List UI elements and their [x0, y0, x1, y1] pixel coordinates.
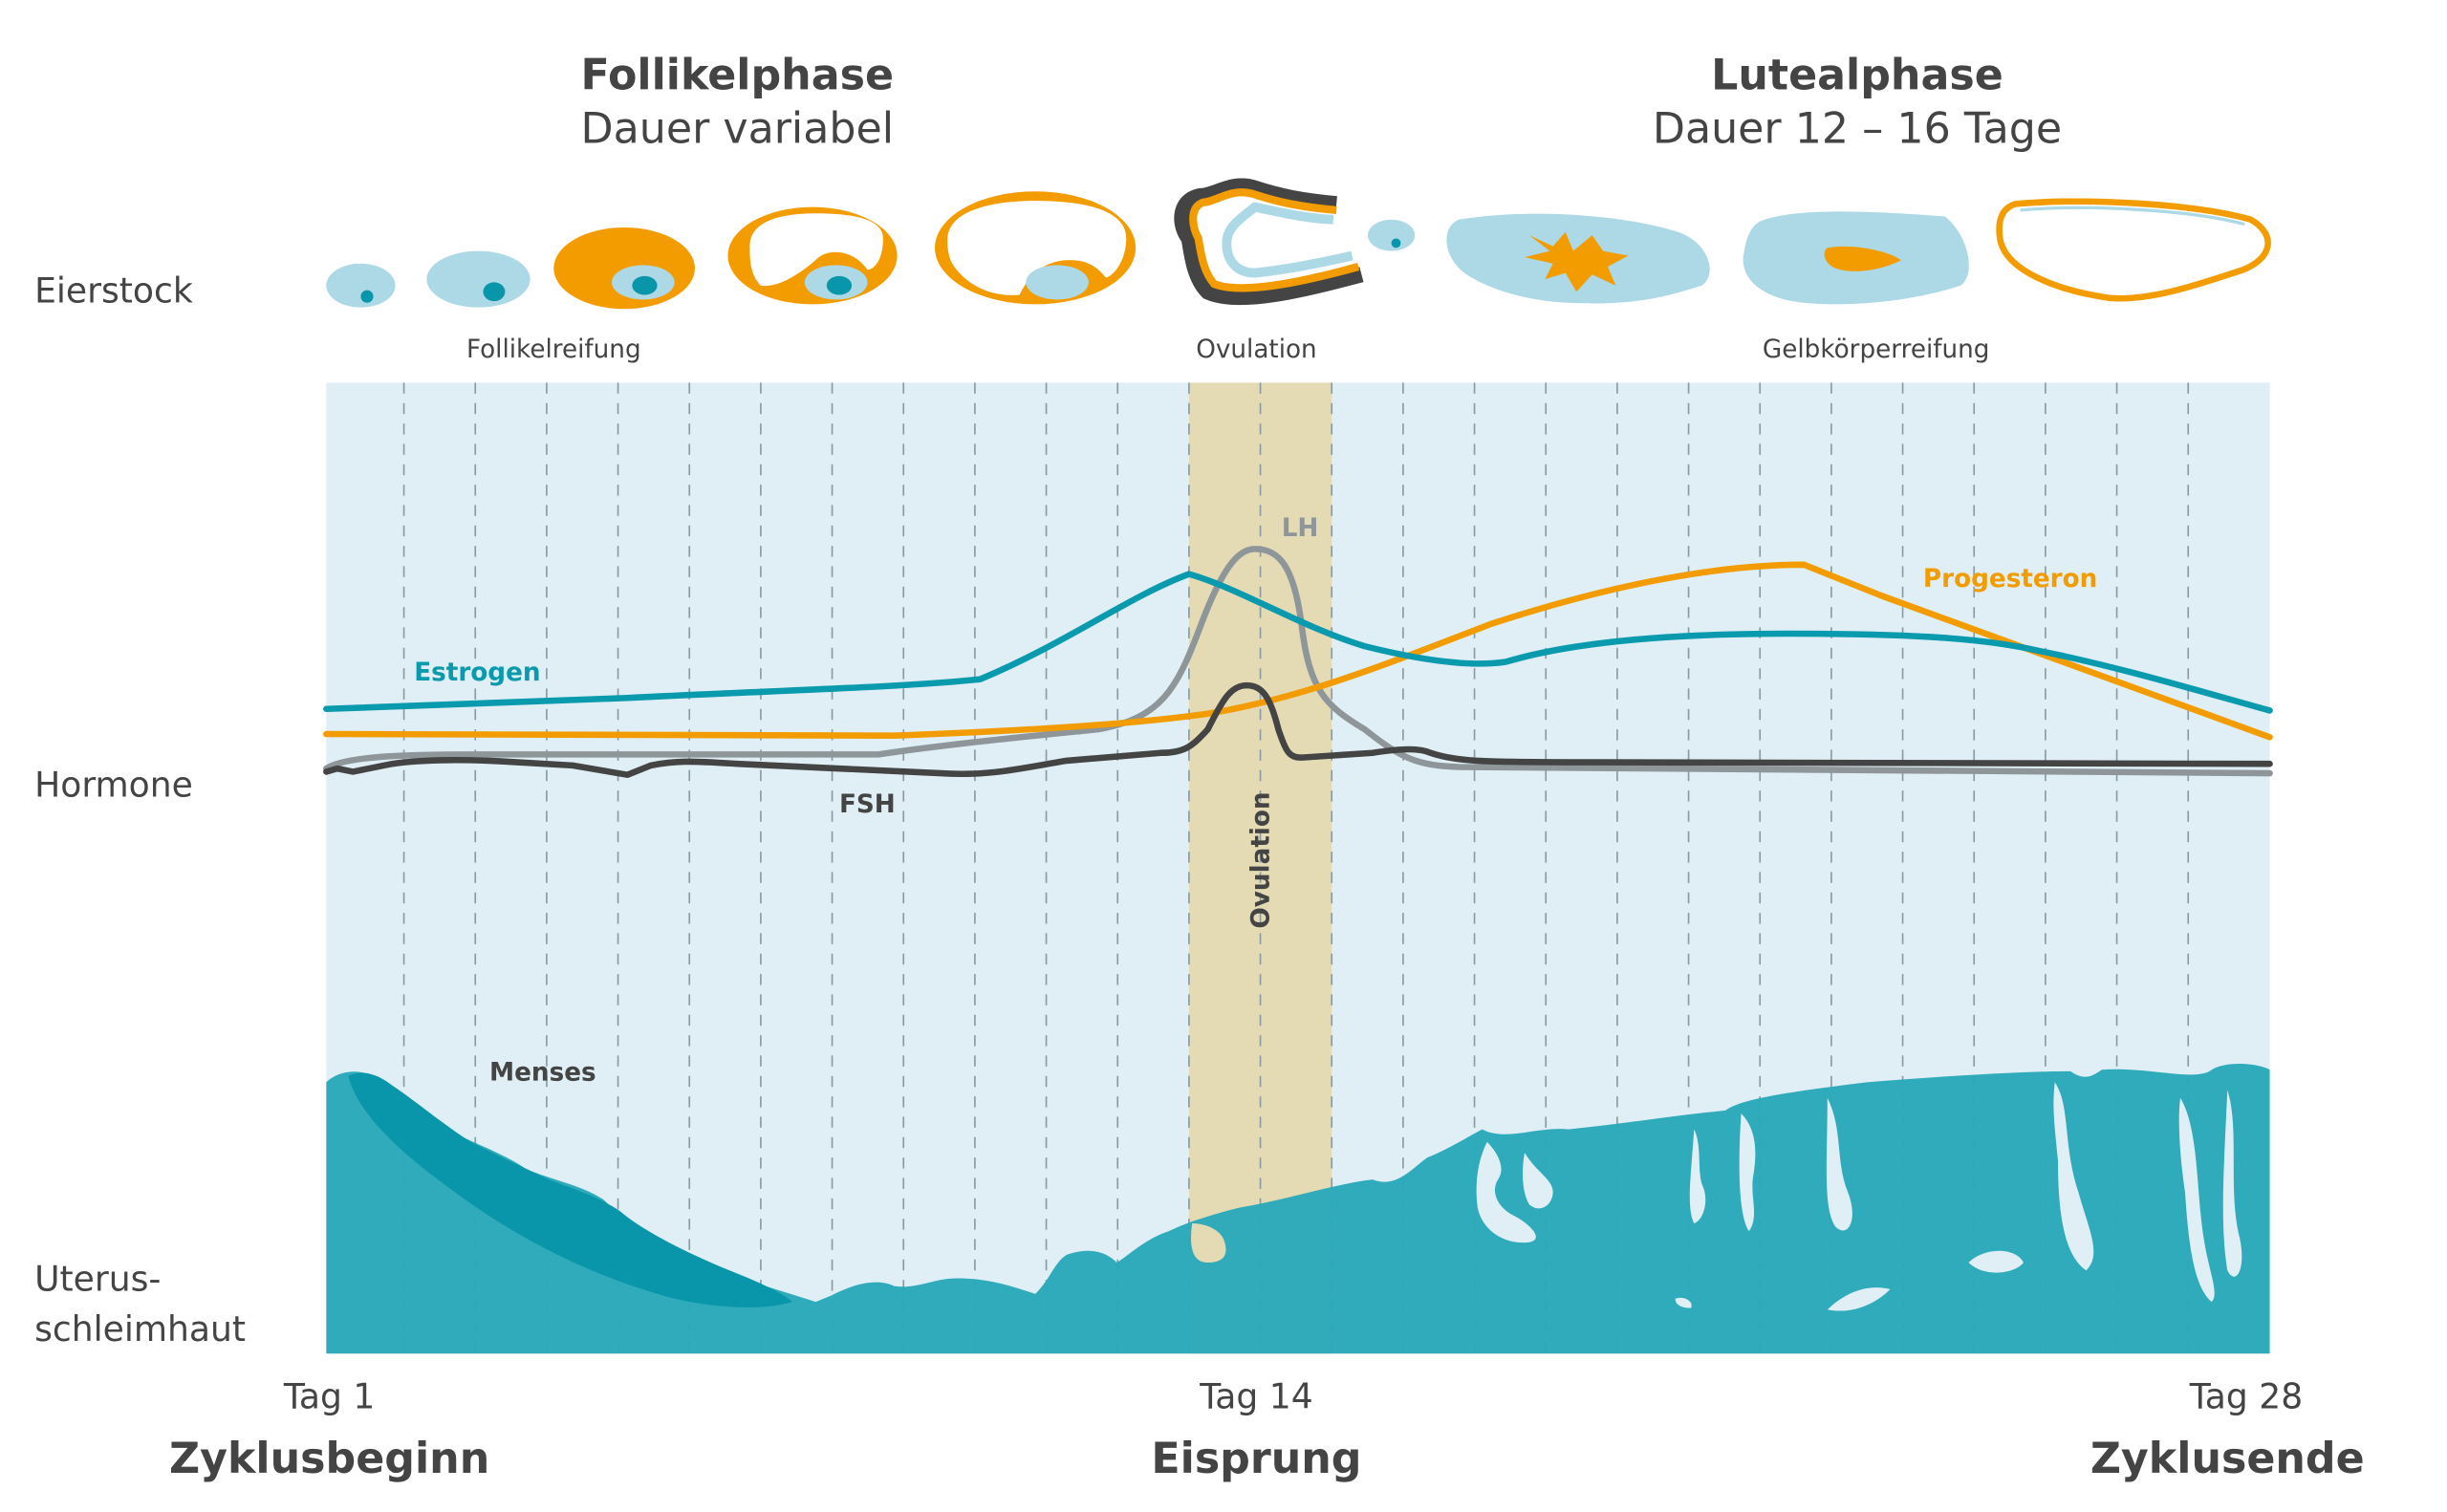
follicular-phase-title: Follikelphase [581, 52, 894, 100]
follicle-stage-3-icon [553, 227, 695, 310]
fsh-curve [323, 681, 2273, 778]
follicle-stage-2-icon [426, 250, 531, 308]
ovulation-band-label: Ovulation [1247, 791, 1276, 928]
corpus-luteum-maturation-label: Gelbkörperreifung [1763, 335, 1990, 364]
fsh-label: FSH [839, 790, 896, 819]
ovulation-stage-label: Ovulation [1196, 335, 1317, 364]
lining-shape [326, 1063, 2270, 1354]
row-label-hormones: Hormone [34, 765, 193, 806]
progesterone-label: Progesteron [1923, 565, 2097, 594]
ovulation-band [1188, 382, 1332, 1354]
corpus-albicans-icon [1996, 198, 2271, 302]
luteal-phase-duration: Dauer 12 – 16 Tage [1653, 104, 2062, 153]
estrogen-curve [323, 571, 2273, 714]
uterine-lining [326, 1063, 2270, 1354]
row-label-ovary: Eierstock [34, 270, 193, 312]
follicle-maturation-label: Follikelreifung [466, 335, 641, 364]
estrogen-label: Estrogen [414, 659, 540, 687]
row-label-uterus-2: schleimhaut [34, 1308, 246, 1350]
lh-label: LH [1282, 514, 1319, 543]
ovary-stages [326, 178, 2271, 310]
ruptured-follicle-icon [1174, 178, 1364, 306]
follicle-stage-4-icon [727, 206, 898, 305]
menses-shedding-shape [348, 1072, 792, 1307]
lining-glands [1191, 1082, 2242, 1311]
cycle-end-label: Zyklusende [2090, 1435, 2365, 1483]
luteal-phase-title: Lutealphase [1711, 52, 2003, 100]
follicle-stage-1-icon [326, 263, 396, 308]
row-label-uterus-1: Uterus- [34, 1259, 161, 1300]
menses-label: Menses [489, 1059, 596, 1088]
corpus-luteum-forming-icon [1446, 213, 1710, 304]
follicle-stage-5-icon [935, 191, 1137, 305]
day-1-label: Tag 1 [283, 1376, 376, 1417]
ovulation-milestone-label: Eisprung [1151, 1435, 1361, 1483]
lh-curve [323, 546, 2273, 777]
progesterone-curve [323, 561, 2273, 741]
day-28-label: Tag 28 [2189, 1376, 2304, 1417]
cycle-start-label: Zyklusbeginn [169, 1435, 489, 1483]
follicular-phase-duration: Dauer variabel [580, 104, 894, 153]
corpus-luteum-icon [1743, 211, 1969, 305]
released-egg-icon [1367, 219, 1416, 251]
day-14-label: Tag 14 [1199, 1376, 1313, 1417]
